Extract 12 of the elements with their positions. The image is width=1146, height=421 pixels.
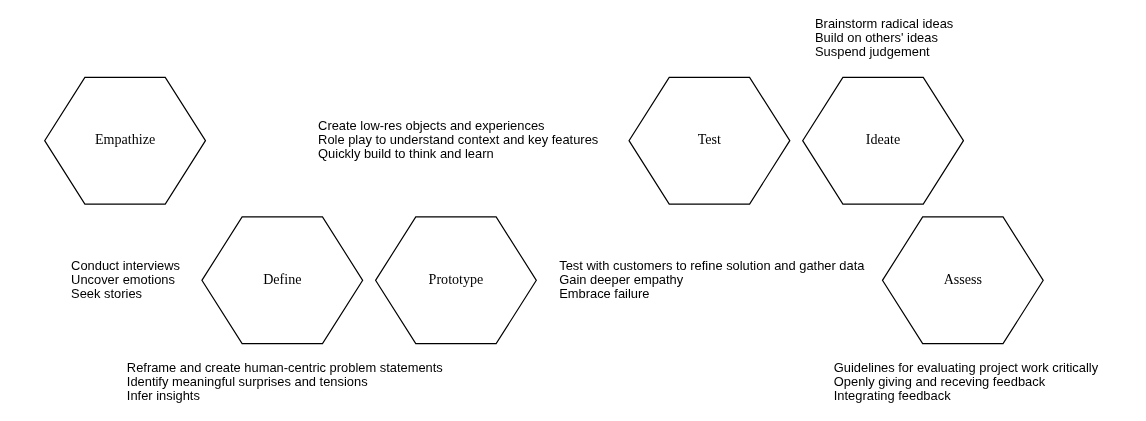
node-label: Seek stories — [71, 285, 143, 301]
node-label: Gain deeper empathy — [559, 271, 684, 287]
node-label: Suspend judgement — [815, 43, 930, 59]
node-label: Create low-res objects and experiences — [318, 117, 545, 133]
node-label: Reframe and create human-centric problem statements — [126, 359, 443, 375]
node-label: Guidelines for evaluating project work critically — [833, 359, 1099, 375]
node-label: Quickly build to think and learn — [318, 146, 494, 162]
node-label: Uncover emotions — [71, 271, 175, 287]
node-label: Brainstorm radical ideas — [815, 15, 954, 31]
node-label: Build on others' ideas — [815, 29, 938, 45]
node-label: Conduct interviews — [71, 257, 180, 273]
node-label: Test with customers to refine solution and gather data — [559, 257, 865, 273]
